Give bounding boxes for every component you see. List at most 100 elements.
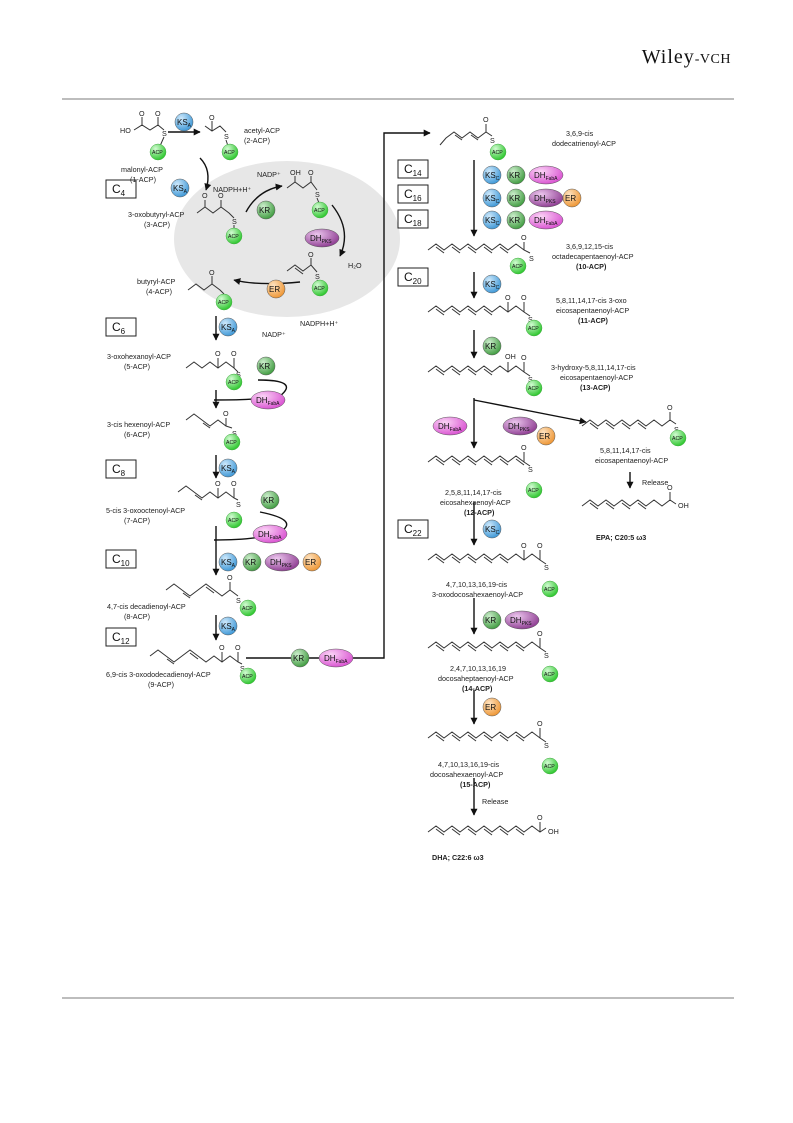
acp-label: ACP (528, 326, 539, 332)
compound-name: eicosapentaenoyl-ACP (595, 456, 668, 465)
structure-oxobutyryl-acp: O O S (196, 191, 237, 229)
compound-id: (8-ACP) (124, 612, 150, 621)
structure-decadienoyl-acp: O S (165, 573, 241, 605)
ks-enzyme-badge: KSC (482, 210, 502, 230)
ks-enzyme-badge: KSC (482, 165, 502, 185)
atom-label: O (139, 109, 145, 118)
cofactor-label: NADP⁺ (262, 330, 286, 339)
enzyme-label: KR (263, 496, 274, 505)
enzyme-label: KSA (221, 558, 236, 569)
dh-enzyme-badge: DHFabA (528, 165, 564, 185)
enzyme-label: DHFabA (258, 530, 282, 541)
dh-pks-enzyme-badge: DHPKS (304, 228, 340, 248)
acp-badge: ACP (311, 279, 329, 297)
compound-name: butyryl-ACP (137, 277, 176, 286)
acp-badge: ACP (225, 227, 243, 245)
kr-enzyme-badge: KR (256, 200, 276, 220)
acp-badge: ACP (669, 429, 687, 447)
acp-label: ACP (242, 606, 253, 612)
atom-label: S (240, 664, 245, 673)
atom-label: S (232, 217, 237, 226)
kr-enzyme-badge: KR (242, 552, 262, 572)
atom-label: O (667, 483, 673, 492)
structure-docosahexaenoyl-acp: O S (427, 719, 549, 750)
atom-label: S (674, 425, 679, 434)
enzyme-label: KR (293, 654, 304, 663)
atom-label: O (202, 191, 208, 200)
structure-oxohexanoyl-acp: O O S (185, 349, 241, 379)
cofactor-label: NADPH+H⁺ (300, 319, 339, 328)
stage-box-c10: C10 (105, 549, 137, 569)
ks-enzyme-badge: KSA (218, 552, 238, 572)
atom-label: S (528, 315, 533, 324)
enzyme-label: ER (305, 558, 316, 567)
compound-name: acetyl-ACP (244, 126, 280, 135)
bottom-rule (62, 997, 734, 999)
enzyme-label: KSC (485, 216, 500, 227)
stage-box-c22: C22 (397, 519, 429, 539)
compound-name: 2,5,8,11,14,17-cis (445, 488, 502, 497)
atom-label: S (315, 272, 320, 281)
kr-enzyme-badge: KR (256, 356, 276, 376)
ks-enzyme-badge: KSA (218, 616, 238, 636)
acp-label: ACP (544, 672, 555, 678)
compound-name: 5,8,11,14,17-cis (600, 446, 651, 455)
er-enzyme-badge: ER (536, 426, 556, 446)
structure-octadecapentaenoyl-acp: O S (427, 233, 534, 263)
atom-label: OH (505, 352, 516, 361)
enzyme-label: KSA (177, 118, 192, 129)
structure-epa-acp: O S (581, 403, 679, 434)
dh-pks-enzyme-badge: DHPKS (504, 610, 540, 630)
enzyme-label: DHPKS (270, 558, 292, 569)
compound-name: docosahexaenoyl-ACP (430, 770, 503, 779)
stage-box-c8: C8 (105, 459, 137, 479)
compound-name: docosaheptaenoyl-ACP (438, 674, 514, 683)
dh-enzyme-badge: DHFabA (252, 524, 288, 544)
first-cycle-background (174, 161, 400, 317)
enzyme-label: KR (485, 616, 496, 625)
atom-label: S (224, 132, 229, 141)
compound-id: (14-ACP) (462, 684, 493, 693)
enzyme-label: KSA (173, 184, 188, 195)
atom-label: S (544, 651, 549, 660)
acp-badge: ACP (541, 580, 559, 598)
cofactor-label: NADP⁺ (257, 170, 281, 179)
acp-label: ACP (544, 587, 555, 593)
atom-label: S (236, 370, 241, 379)
atom-label: S (490, 136, 495, 145)
dh-enzyme-badge: DHFabA (432, 416, 468, 436)
acp-badge: ACP (311, 201, 329, 219)
er-enzyme-badge: ER (482, 697, 502, 717)
enzyme-label: DHPKS (510, 616, 532, 627)
release-label: Release (642, 478, 668, 487)
atom-label: O (521, 443, 527, 452)
compound-name: dodecatrienoyl-ACP (552, 139, 616, 148)
er-enzyme-badge: ER (562, 188, 582, 208)
compound-name: 3,6,9-cis (566, 129, 594, 138)
stage-box-c6: C6 (105, 317, 137, 337)
dh-enzyme-badge: DHFabA (528, 210, 564, 230)
atom-label: O (308, 250, 314, 259)
atom-label: S (544, 563, 549, 572)
publisher-logo-a: Wiley (641, 46, 695, 68)
acp-badge: ACP (541, 665, 559, 683)
enzyme-label: DHFabA (534, 171, 558, 182)
dh-enzyme-badge: DHFabA (250, 390, 286, 410)
dh-pks-enzyme-badge: DHPKS (528, 188, 564, 208)
atom-label: O (227, 573, 233, 582)
acp-label: ACP (242, 674, 253, 680)
acp-label: ACP (224, 150, 235, 156)
kr-enzyme-badge: KR (482, 610, 502, 630)
stage-box-c18: C18 (397, 209, 429, 229)
acp-label: ACP (672, 436, 683, 442)
ks-enzyme-badge: KSC (482, 274, 502, 294)
acp-label: ACP (528, 386, 539, 392)
acp-badge: ACP (225, 511, 243, 529)
atom-label: O (219, 643, 225, 652)
acp-label: ACP (512, 264, 523, 270)
kr-enzyme-badge: KR (506, 165, 526, 185)
compound-name: 3-oxodocosahexaenoyl-ACP (432, 590, 523, 599)
compound-name: eicosapentaenoyl-ACP (556, 306, 629, 315)
cofactor-label: H₂O (348, 261, 362, 270)
